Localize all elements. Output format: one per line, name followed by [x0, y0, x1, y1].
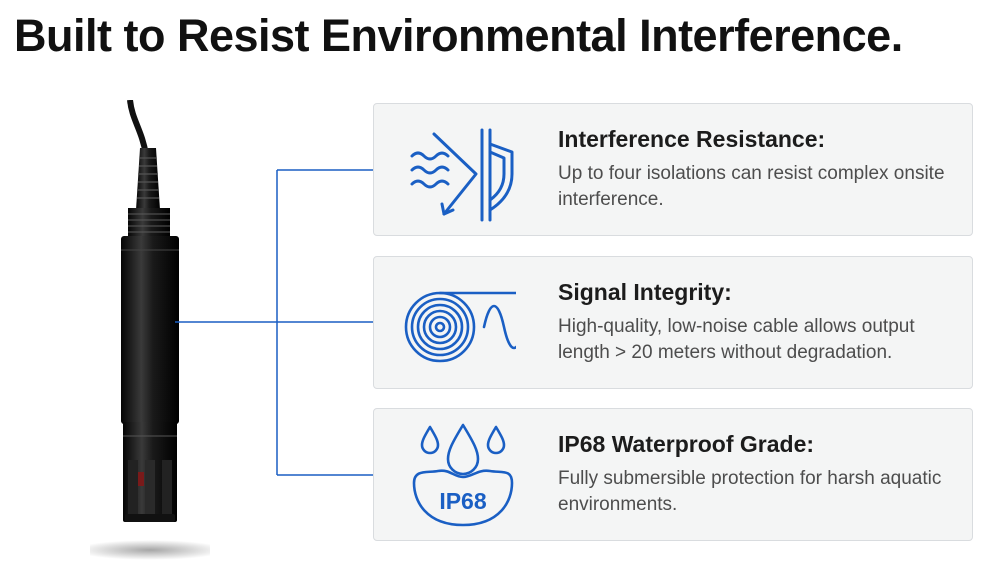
feature-card-signal: Signal Integrity: High-quality, low-nois… — [373, 256, 973, 389]
feature-card-waterproof: IP68 IP68 Waterproof Grade: Fully submer… — [373, 408, 973, 541]
ip68-water-drops-icon: IP68 — [412, 423, 514, 527]
page-title: Built to Resist Environmental Interferen… — [14, 10, 903, 61]
cable-coil-sine-icon — [404, 291, 516, 363]
feature-heading: Signal Integrity: — [558, 279, 732, 305]
feature-card-interference: Interference Resistance: Up to four isol… — [373, 103, 973, 236]
feature-description: Fully submersible protection for harsh a… — [558, 468, 942, 515]
feature-description: Up to four isolations can resist complex… — [558, 163, 945, 210]
feature-heading: IP68 Waterproof Grade: — [558, 431, 815, 457]
sensor-probe-image — [90, 100, 210, 560]
feature-description: High-quality, low-noise cable allows out… — [558, 316, 915, 363]
feature-heading: Interference Resistance: — [558, 126, 826, 152]
shield-waves-icon — [410, 128, 514, 222]
ip68-badge: IP68 — [439, 488, 487, 514]
